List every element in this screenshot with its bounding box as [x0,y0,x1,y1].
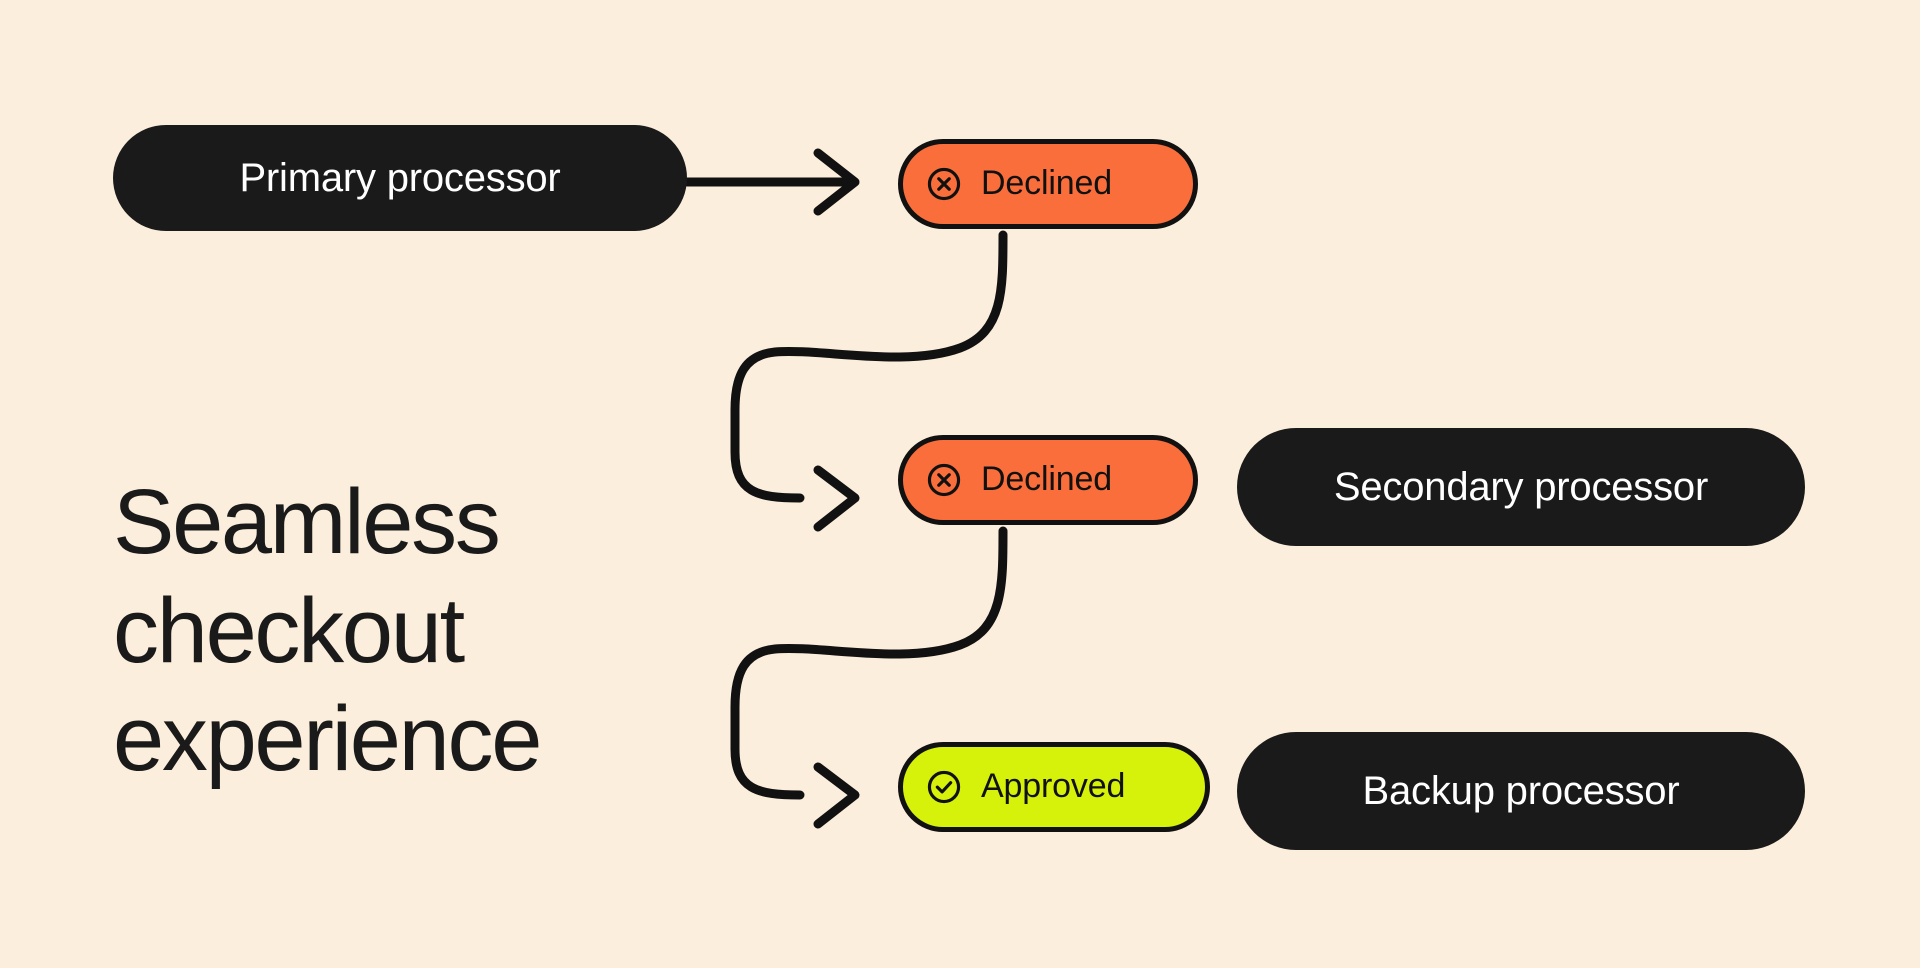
circle-x-icon [925,165,963,203]
processor-pill-secondary-label: Secondary processor [1333,464,1709,509]
page-title-line-3: experience [113,688,542,791]
processor-pill-primary[interactable]: Primary processor [113,125,687,231]
status-badge-declined-primary[interactable]: Declined [898,139,1198,229]
processor-pill-backup[interactable]: Backup processor [1237,732,1805,850]
processor-pill-primary-label: Primary processor [239,155,561,200]
processor-pill-secondary[interactable]: Secondary processor [1237,428,1805,546]
connector-straight-primary-to-declined [682,148,860,216]
status-badge-approved-backup[interactable]: Approved [898,742,1210,832]
status-badge-declined-primary-label: Declined [981,164,1112,202]
status-badge-declined-secondary[interactable]: Declined [898,435,1198,525]
processor-pill-backup-label: Backup processor [1362,768,1680,813]
status-badge-approved-backup-label: Approved [981,767,1126,805]
circle-check-icon [925,768,963,806]
circle-x-icon [925,461,963,499]
page-title: Seamless checkout experience [113,468,793,794]
page-title-line-1: Seamless [113,471,501,573]
status-badge-declined-secondary-label: Declined [981,460,1112,498]
page-title-line-2: checkout [113,579,465,682]
